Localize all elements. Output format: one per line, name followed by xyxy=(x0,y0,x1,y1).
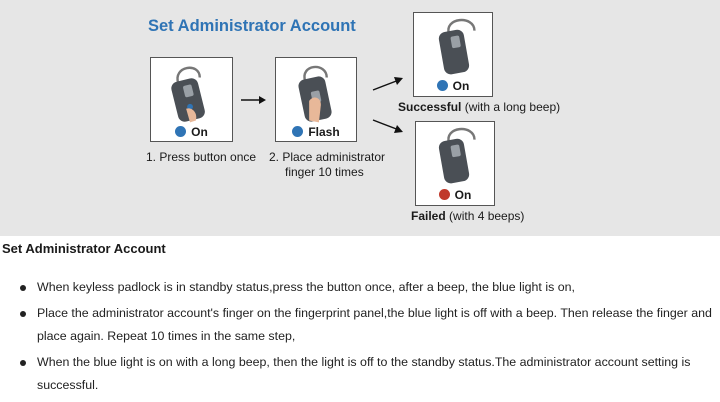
instruction-list: When keyless padlock is in standby statu… xyxy=(0,276,720,400)
list-item-text: When keyless padlock is in standby statu… xyxy=(37,280,575,294)
success-caption: Successful (with a long beep) xyxy=(398,100,560,114)
led-label: Flash xyxy=(308,125,340,139)
led-label: On xyxy=(454,188,472,202)
blue-led-icon xyxy=(292,126,304,137)
section-heading: Set Administrator Account xyxy=(2,241,166,256)
step-2-caption-line-1: 2. Place administrator xyxy=(269,150,386,164)
step-1-caption: 1. Press button once xyxy=(146,150,257,164)
arrow-down-right-icon xyxy=(372,119,403,133)
result-status: Failed xyxy=(411,209,446,223)
list-item: Place the administrator account's finger… xyxy=(0,302,720,349)
arrow-right-icon xyxy=(241,96,266,104)
list-item-text: Place the administrator account's finger… xyxy=(37,305,712,344)
led-indicator: On xyxy=(416,188,494,202)
led-indicator: Flash xyxy=(276,125,356,139)
led-label: On xyxy=(191,125,208,139)
result-status: Successful xyxy=(398,100,462,114)
bullet-icon xyxy=(20,310,26,317)
padlock-image xyxy=(438,18,476,75)
failure-caption: Failed (with 4 beeps) xyxy=(411,209,524,223)
list-item: When keyless padlock is in standby statu… xyxy=(0,276,720,300)
bullet-icon xyxy=(20,359,26,366)
padlock-press-image xyxy=(171,66,205,123)
padlock-image xyxy=(438,127,476,184)
success-result-image: On xyxy=(413,12,493,97)
step-2-caption-line-2: finger 10 times xyxy=(285,165,364,179)
diagram-title: Set Administrator Account xyxy=(148,17,356,35)
failure-result-image: On xyxy=(415,121,495,206)
list-item: When the blue light is on with a long be… xyxy=(0,351,720,398)
arrow-up-right-icon xyxy=(372,77,403,91)
blue-led-icon xyxy=(436,80,448,91)
list-item-text: When the blue light is on with a long be… xyxy=(37,354,691,393)
bullet-icon xyxy=(20,285,26,291)
result-detail: (with a long beep) xyxy=(464,100,561,114)
step-2-image: Flash xyxy=(275,57,357,142)
result-detail: (with 4 beeps) xyxy=(449,209,525,223)
led-label: On xyxy=(452,79,470,93)
blue-led-icon xyxy=(175,126,187,137)
padlock-finger-image xyxy=(298,65,332,123)
led-indicator: On xyxy=(151,125,232,139)
setup-diagram: Set Administrator Account On 1. Press bu… xyxy=(0,0,720,236)
led-indicator: On xyxy=(414,79,492,93)
red-led-icon xyxy=(438,189,450,200)
step-1-image: On xyxy=(150,57,233,142)
